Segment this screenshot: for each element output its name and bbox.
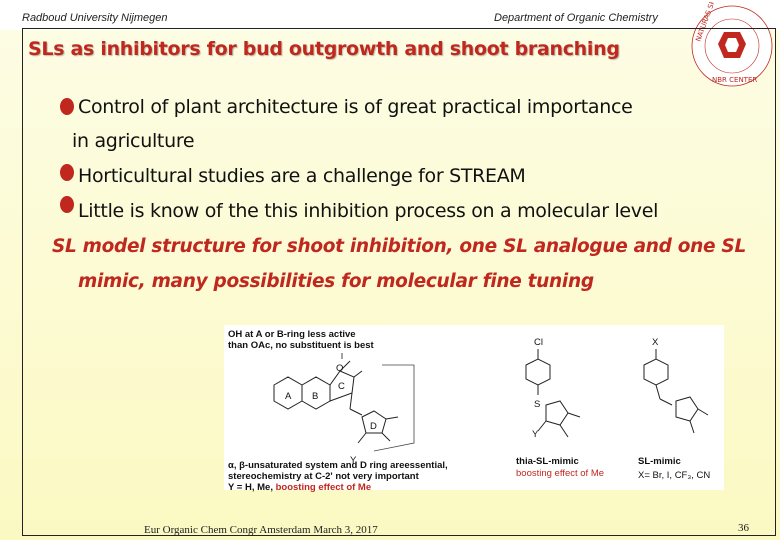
- bullet-dot: [60, 164, 74, 181]
- bullet-dot: [60, 98, 74, 115]
- page-number: 36: [738, 522, 749, 534]
- ring-c-shape: [329, 370, 355, 402]
- ring-c-label: C: [338, 381, 345, 392]
- note-top-line-2: than OAc, no substituent is best: [228, 340, 374, 351]
- bullet-2-line-1: Horticultural studies are a challenge fo…: [78, 165, 526, 187]
- bullet-1-line-2: in agriculture: [72, 130, 195, 152]
- thia-y-label: Y: [532, 429, 539, 440]
- ring-a-label: A: [285, 391, 292, 402]
- thia-butenolide-ring: [545, 400, 569, 426]
- nbr-center-logo: NATURAS SPECIES RATIOQUE NBR CENTER: [691, 2, 773, 87]
- y-line-highlight: boosting effect of Me: [275, 482, 372, 493]
- bullet-3-line-1: Little is know of the this inhibition pr…: [78, 200, 659, 222]
- ring-d-shape: [361, 410, 387, 434]
- sl-mimic-title: SL-mimic: [638, 456, 681, 467]
- header-right-text: Department of Organic Chemistry: [494, 12, 658, 24]
- thia-cl-label: Cl: [534, 337, 543, 348]
- scheme-drawing: [273, 349, 709, 452]
- note-bottom-line-1: α, β-unsaturated system and D ring arees…: [228, 460, 448, 471]
- bullet-1-line-1: Control of plant architecture is of grea…: [78, 96, 633, 118]
- note-bottom-line-2: stereochemistry at C-2' not very importa…: [228, 471, 419, 482]
- y-line: Y = H, Me, boosting effect of Me: [228, 482, 371, 493]
- ring-d-label: D: [370, 421, 377, 432]
- y-line-prefix: Y = H, Me,: [228, 482, 276, 493]
- chemical-scheme: OH at A or B-ring less active than OAc, …: [224, 325, 724, 493]
- mimic-aryl-ring: [643, 358, 669, 386]
- thia-sl-mimic-note: boosting effect of Me: [516, 468, 605, 479]
- sl-mimic-note: X= Br, I, CF₃, CN: [638, 470, 711, 481]
- slide-title: SLs as inhibitors for bud outgrowth and …: [28, 38, 620, 60]
- bullet-dot: [60, 196, 74, 213]
- thia-s-label: S: [534, 399, 541, 410]
- content-frame: [22, 28, 776, 536]
- footer-text: Eur Organic Chem Congr Amsterdam March 3…: [144, 524, 378, 536]
- mimic-x-label: X: [652, 337, 659, 348]
- header-band: [0, 0, 780, 30]
- thia-sl-mimic-title: thia-SL-mimic: [516, 456, 579, 467]
- ring-b-label: B: [312, 391, 319, 402]
- emphasis-line-2: mimic, many possibilities for molecular …: [78, 271, 594, 292]
- emphasis-line-1: SL model structure for shoot inhibition,…: [52, 236, 746, 257]
- note-top-line-1: OH at A or B-ring less active: [228, 329, 356, 340]
- mimic-butenolide-ring: [675, 396, 699, 422]
- oxygen-label: O: [336, 363, 344, 374]
- thia-aryl-ring: [525, 358, 551, 386]
- header-left-text: Radboud University Nijmegen: [22, 12, 168, 24]
- y-substituent-label: Y: [350, 455, 357, 466]
- logo-bottom-text: NBR CENTER: [712, 76, 757, 84]
